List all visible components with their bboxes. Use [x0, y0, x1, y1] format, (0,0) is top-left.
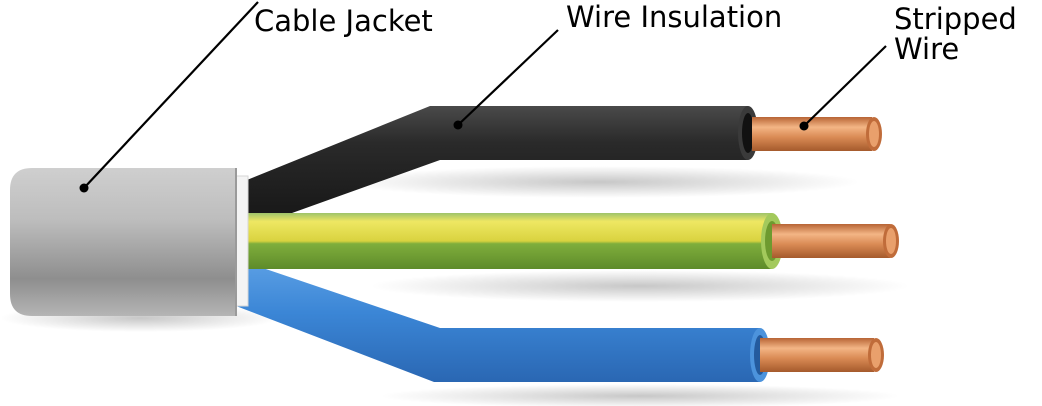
jacket-leader-dot	[79, 183, 89, 193]
leader-dots	[79, 120, 809, 193]
stripped-leader-dot	[799, 121, 809, 131]
insulation-leader-dot	[453, 120, 463, 130]
earth-wire	[240, 213, 783, 269]
cable-jacket-label: Cable Jacket	[254, 4, 433, 38]
stripped-wire-label: Stripped Wire	[894, 2, 1017, 66]
copper-conductors	[752, 117, 899, 372]
wire-insulation-label: Wire Insulation	[566, 0, 783, 34]
stripped-leader-line	[803, 45, 887, 127]
cable-jacket	[10, 168, 249, 316]
leader-lines	[83, 1, 887, 189]
jacket-leader-line	[83, 1, 259, 189]
insulation-leader-line	[457, 29, 559, 126]
